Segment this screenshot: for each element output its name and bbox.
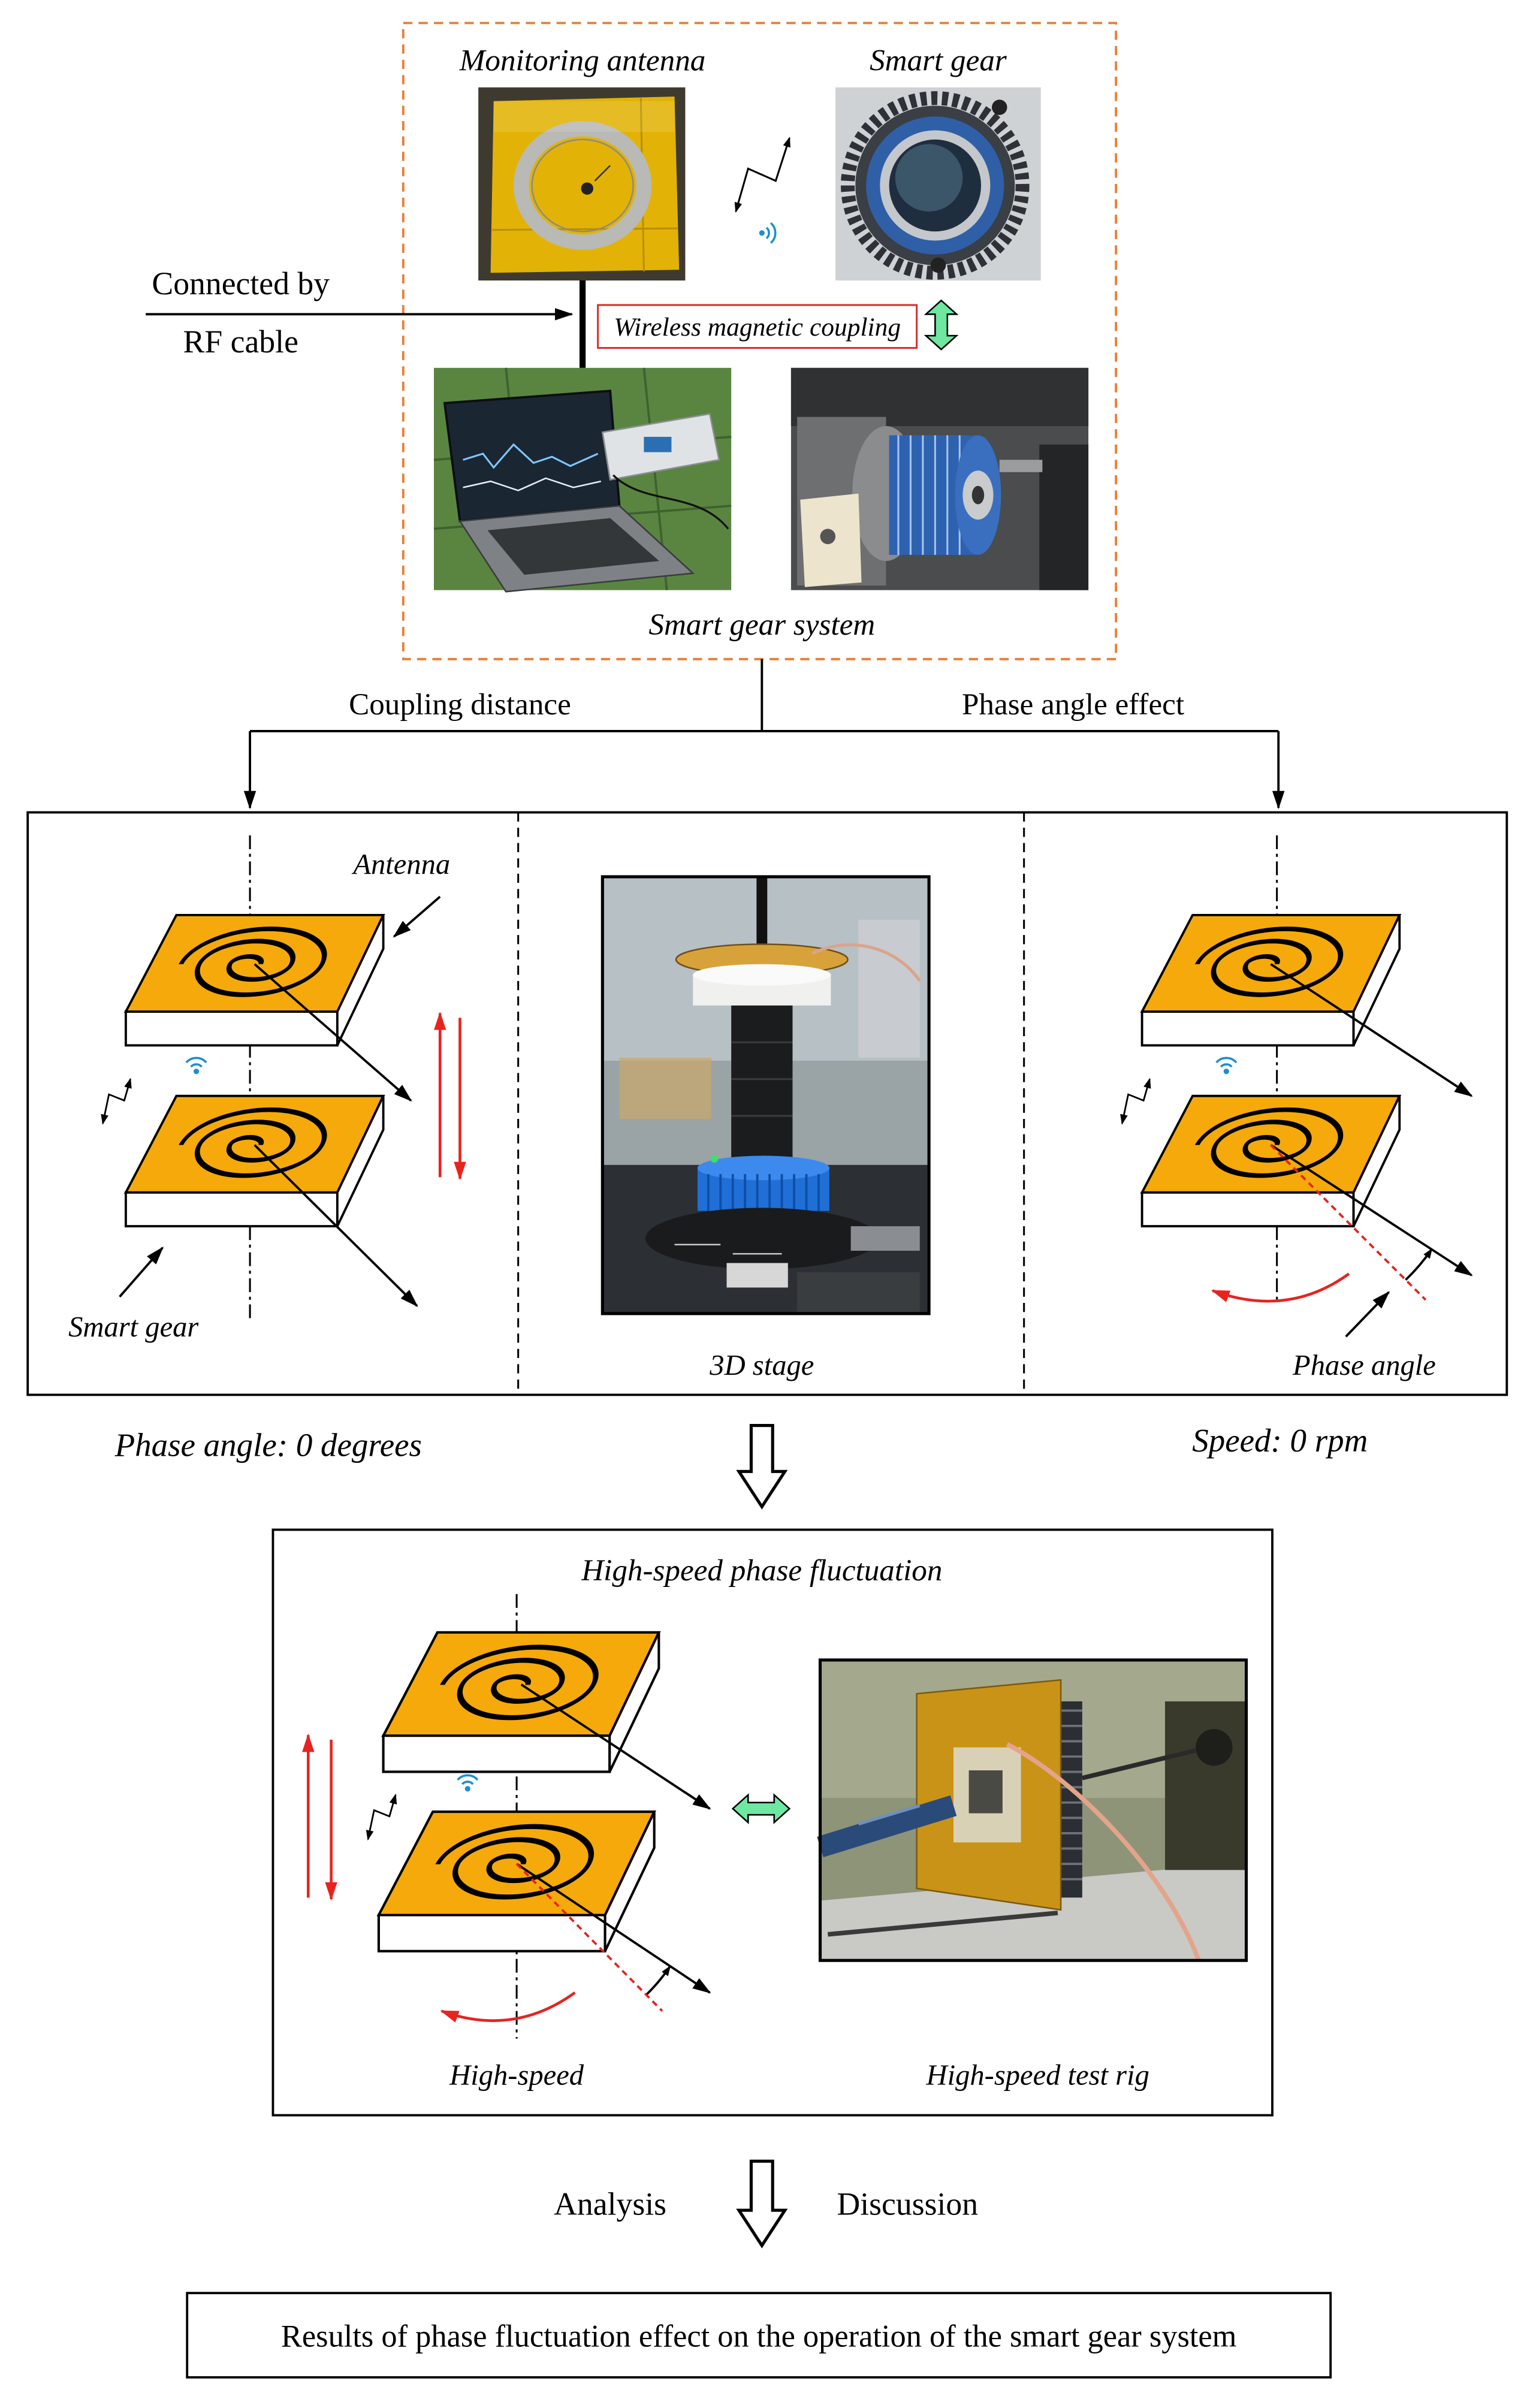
antenna-normal-arrow (254, 963, 412, 1102)
hollow-down-arrow-icon (736, 2159, 788, 2249)
high-speed-label: High-speed (449, 2059, 584, 2091)
vertical-double-arrow-icon (924, 299, 959, 351)
analysis-label: Analysis (554, 2186, 666, 2222)
wireless-signal-icon (758, 222, 777, 245)
smart-gear-plate (126, 1096, 384, 1226)
horizontal-double-arrow-icon (731, 1793, 791, 1824)
antenna-plate (126, 915, 384, 1045)
reference-dashed-line (1270, 1144, 1427, 1301)
gear-rig-photo (790, 367, 1089, 590)
static-test-frame (26, 811, 1508, 1396)
wireless-signal-icon (456, 1774, 479, 1793)
rotation-direction-arrow (440, 1991, 576, 2023)
hollow-down-arrow-icon (736, 1424, 788, 1510)
wireless-signal-icon (185, 1057, 207, 1076)
phase-angle-arc (1405, 1248, 1433, 1281)
phase-angle-label: Phase angle (1292, 1349, 1436, 1381)
result-text: Results of phase fluctuation effect on t… (281, 2319, 1237, 2354)
zigzag-link-icon (1120, 1078, 1151, 1125)
measurement-setup-photo (433, 367, 732, 593)
connected-by-label: Connected by (152, 265, 330, 301)
antenna-normal-arrow (520, 1683, 711, 1810)
reference-dashed-line (515, 1863, 663, 2012)
coupling-distance-schematic (101, 835, 466, 1318)
3d-stage-label: 3D stage (709, 1349, 814, 1381)
coupling-distance-label: Coupling distance (349, 687, 571, 722)
smart-gear-photo (835, 87, 1041, 281)
gear-normal-arrow (1270, 1143, 1473, 1277)
high-speed-panel-title: High-speed phase fluctuation (581, 1553, 942, 1588)
high-speed-schematic (302, 1594, 711, 2039)
wireless-coupling-label: Wireless magnetic coupling (614, 313, 901, 342)
high-speed-test-rig-photo (817, 1658, 1248, 1962)
monitoring-antenna-label: Monitoring antenna (459, 44, 706, 78)
antenna-plate (1142, 915, 1400, 1045)
3d-stage-photo (600, 875, 931, 1315)
smart-gear-system-frame (402, 22, 1118, 660)
antenna-pointer-arrow (393, 895, 441, 938)
zigzag-link-icon (734, 137, 790, 213)
antenna-label: Antenna (351, 848, 450, 880)
smart-gear-system-label: Smart gear system (648, 608, 875, 642)
panel-smart-gear-label: Smart gear (68, 1311, 199, 1343)
wireless-signal-icon (1215, 1057, 1238, 1076)
rotation-direction-arrow (1211, 1272, 1350, 1303)
high-speed-frame (271, 1528, 1274, 2117)
gear-normal-arrow (254, 1144, 418, 1307)
smart-gear-label: Smart gear (870, 44, 1007, 78)
zigzag-link-icon (366, 1793, 397, 1841)
phase-angle-pointer-arrow (1345, 1291, 1390, 1338)
zigzag-link-icon (101, 1078, 132, 1125)
phase-angle-condition: Phase angle: 0 degrees (114, 1427, 422, 1463)
antenna-normal-arrow (1270, 963, 1473, 1097)
high-speed-test-rig-label: High-speed test rig (926, 2059, 1149, 2091)
gear-normal-arrow (516, 1863, 711, 1994)
speed-condition: Speed: 0 rpm (1192, 1422, 1368, 1459)
discussion-label: Discussion (837, 2186, 978, 2222)
rf-cable-label: RF cable (183, 324, 298, 360)
smart-gear-pointer-arrow (119, 1246, 164, 1297)
phase-angle-arc (646, 1965, 671, 1995)
result-box (186, 2292, 1332, 2379)
monitoring-antenna-photo (478, 87, 686, 281)
smart-gear-plate (1142, 1096, 1400, 1226)
smart-gear-plate (379, 1812, 654, 1951)
wireless-coupling-box (597, 304, 918, 349)
phase-angle-effect-label: Phase angle effect (962, 687, 1184, 722)
antenna-plate (384, 1633, 659, 1772)
phase-angle-schematic (1120, 835, 1473, 1338)
